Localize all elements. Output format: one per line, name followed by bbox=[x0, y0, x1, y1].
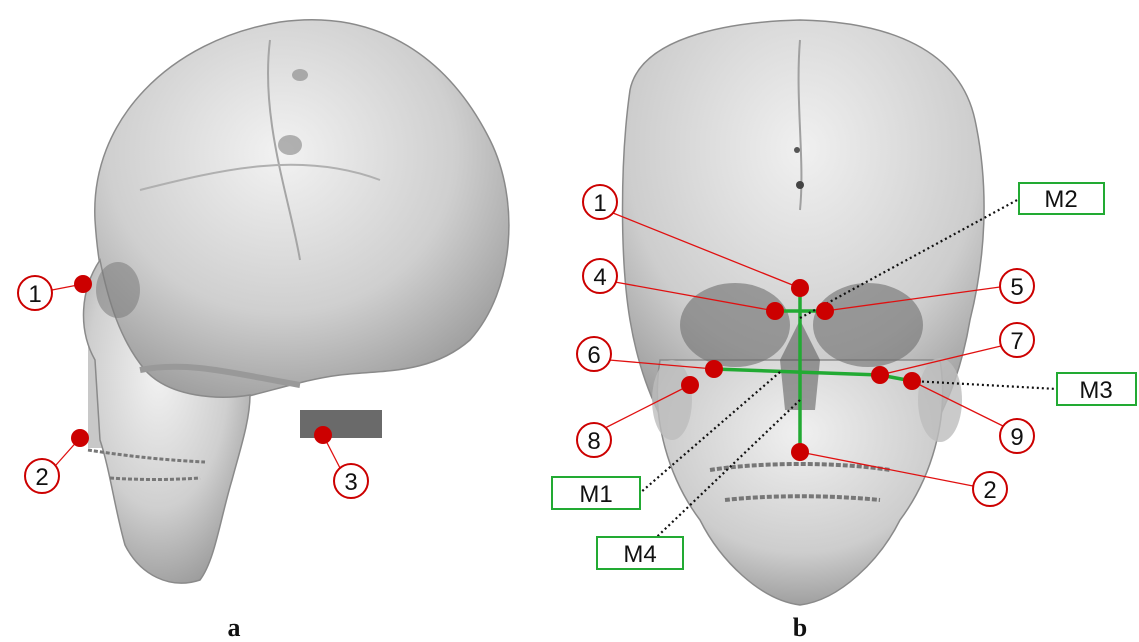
landmark-number-a-3: 3 bbox=[334, 464, 368, 498]
panel-label-a: a bbox=[228, 613, 241, 642]
landmark-number-b-8: 8 bbox=[577, 423, 611, 457]
landmark-dot bbox=[681, 376, 699, 394]
measurement-box-m4: M4 bbox=[597, 537, 683, 569]
landmark-number-label: 1 bbox=[593, 190, 606, 217]
landmark-number-b-5: 5 bbox=[1000, 269, 1034, 303]
measurement-box-m1: M1 bbox=[552, 477, 640, 509]
landmark-dot bbox=[314, 426, 332, 444]
landmark-number-b-1: 1 bbox=[583, 185, 617, 219]
landmark-number-a-1: 1 bbox=[18, 276, 52, 310]
measurement-label: M2 bbox=[1044, 186, 1077, 213]
landmark-number-b-6: 6 bbox=[577, 337, 611, 371]
measurement-box-m3: M3 bbox=[1057, 373, 1136, 405]
landmark-number-label: 5 bbox=[1010, 274, 1023, 301]
landmark-number-a-2: 2 bbox=[25, 459, 59, 493]
landmark-number-label: 4 bbox=[593, 264, 606, 291]
measurement-label: M4 bbox=[623, 541, 656, 568]
skull-lateral-view bbox=[84, 20, 509, 583]
landmark-dot bbox=[766, 302, 784, 320]
measurement-box-m2: M2 bbox=[1019, 183, 1104, 214]
landmark-dot bbox=[71, 429, 89, 447]
landmark-number-label: 1 bbox=[28, 281, 41, 308]
landmark-dot bbox=[74, 275, 92, 293]
landmark-number-label: 8 bbox=[587, 428, 600, 455]
panel-label-b: b bbox=[793, 613, 807, 642]
landmark-dot bbox=[705, 360, 723, 378]
measurement-label: M3 bbox=[1079, 377, 1112, 404]
landmark-dot bbox=[816, 302, 834, 320]
measurement-label: M1 bbox=[579, 481, 612, 508]
landmark-number-label: 2 bbox=[35, 464, 48, 491]
landmark-number-label: 6 bbox=[587, 342, 600, 369]
landmark-number-label: 3 bbox=[344, 469, 357, 496]
landmark-number-b-4: 4 bbox=[583, 259, 617, 293]
landmark-number-b-2: 2 bbox=[973, 472, 1007, 506]
landmark-number-b-9: 9 bbox=[1000, 419, 1034, 453]
landmark-dot bbox=[871, 366, 889, 384]
landmark-dot bbox=[791, 443, 809, 461]
landmark-number-label: 7 bbox=[1010, 328, 1023, 355]
landmark-number-label: 2 bbox=[983, 477, 996, 504]
landmark-dot bbox=[903, 372, 921, 390]
landmark-number-b-7: 7 bbox=[1000, 323, 1034, 357]
landmark-dot bbox=[791, 279, 809, 297]
landmark-number-label: 9 bbox=[1010, 424, 1023, 451]
